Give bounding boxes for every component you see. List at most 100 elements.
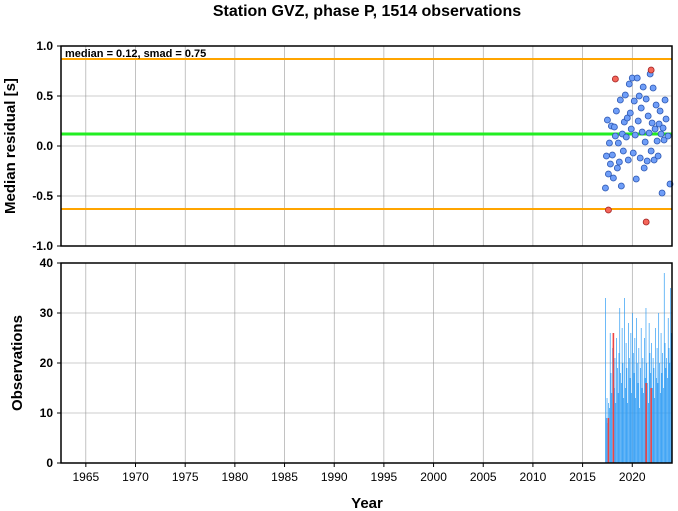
residual-point bbox=[606, 139, 613, 147]
observation-bar bbox=[644, 378, 646, 463]
x-tick-label: 2010 bbox=[520, 470, 547, 484]
observation-bar bbox=[668, 348, 670, 463]
observation-bar bbox=[639, 408, 640, 463]
x-tick-label: 1975 bbox=[172, 470, 199, 484]
observation-bar bbox=[629, 378, 631, 463]
residual-point bbox=[604, 116, 611, 124]
residual-point bbox=[613, 164, 621, 172]
observation-bar bbox=[664, 343, 666, 463]
x-tick-label: 1985 bbox=[271, 470, 298, 484]
residual-y-axis-label: Median residual [s] bbox=[2, 78, 19, 214]
residual-point bbox=[614, 139, 622, 147]
observation-bar bbox=[620, 373, 621, 463]
observation-bar bbox=[631, 393, 633, 463]
observation-bar bbox=[662, 353, 664, 463]
residual-point bbox=[630, 97, 638, 105]
observation-bar bbox=[666, 358, 667, 463]
x-tick-label: 1995 bbox=[371, 470, 398, 484]
observation-bar bbox=[633, 373, 635, 463]
observation-bar bbox=[649, 353, 651, 463]
observation-outlier-bar bbox=[607, 418, 610, 463]
residual-point bbox=[634, 117, 642, 125]
observation-bar bbox=[663, 388, 664, 463]
residual-point bbox=[610, 123, 618, 131]
observation-bar bbox=[640, 328, 642, 463]
observation-bar bbox=[614, 358, 616, 463]
observations-y-tick-label: 20 bbox=[40, 356, 54, 370]
observation-bar bbox=[628, 323, 629, 463]
residual-point bbox=[654, 152, 662, 160]
residual-point bbox=[643, 157, 651, 165]
observation-outlier-bar bbox=[645, 383, 647, 463]
observation-bar bbox=[611, 393, 613, 463]
x-tick-label: 2000 bbox=[420, 470, 447, 484]
residual-y-tick-label: 0.5 bbox=[36, 89, 53, 103]
observation-bar bbox=[632, 353, 634, 463]
observation-bar bbox=[606, 398, 608, 463]
x-tick-label: 1990 bbox=[321, 470, 348, 484]
observation-bar bbox=[640, 368, 641, 463]
observations-y-tick-label: 0 bbox=[46, 456, 53, 470]
observation-bar bbox=[655, 328, 656, 463]
observation-bar bbox=[627, 403, 629, 463]
residual-points bbox=[602, 66, 674, 226]
residual-point bbox=[647, 147, 655, 155]
residual-point bbox=[652, 101, 660, 109]
observations-y-tick-label: 10 bbox=[40, 406, 54, 420]
residual-point bbox=[608, 151, 616, 159]
x-tick-label: 2020 bbox=[619, 470, 646, 484]
residual-point bbox=[631, 131, 639, 139]
observation-bar bbox=[647, 383, 648, 463]
observation-bar bbox=[624, 388, 626, 463]
observations-y-tick-label: 40 bbox=[40, 256, 54, 270]
residual-point bbox=[656, 107, 664, 115]
observation-bar bbox=[656, 348, 658, 463]
residual-point bbox=[633, 74, 641, 82]
residual-point bbox=[615, 158, 623, 166]
residual-point bbox=[609, 174, 617, 182]
residual-outlier-point bbox=[605, 206, 612, 214]
residual-point bbox=[621, 91, 629, 99]
residual-panel: 1.00.50.0-0.5-1.0 median = 0.12, smad = … bbox=[2, 39, 674, 253]
residual-point bbox=[649, 84, 657, 92]
observation-outlier-bar bbox=[612, 333, 615, 463]
residual-point bbox=[636, 154, 644, 162]
residual-point bbox=[662, 115, 670, 123]
observation-bar bbox=[665, 368, 667, 463]
residual-point bbox=[664, 132, 672, 140]
observations-y-axis-label: Observations bbox=[9, 315, 26, 411]
observation-bar bbox=[617, 368, 618, 463]
residual-y-tick-label: 0.0 bbox=[36, 139, 53, 153]
residual-point bbox=[651, 125, 659, 133]
residual-point bbox=[642, 95, 650, 103]
observation-bar bbox=[648, 323, 650, 463]
residual-outlier-point bbox=[611, 75, 619, 83]
observation-bar bbox=[661, 373, 663, 463]
observation-bar bbox=[659, 363, 660, 463]
x-tick-label: 1980 bbox=[222, 470, 249, 484]
observation-bar bbox=[636, 363, 638, 463]
observation-bar bbox=[605, 418, 607, 463]
residual-point bbox=[653, 137, 661, 145]
observation-bar bbox=[626, 368, 628, 463]
observation-bar bbox=[609, 333, 611, 463]
residual-point bbox=[635, 92, 643, 100]
residual-point bbox=[605, 170, 612, 178]
residual-point bbox=[624, 156, 632, 164]
residual-point bbox=[617, 182, 625, 190]
residual-point bbox=[622, 133, 630, 141]
residual-point bbox=[639, 83, 647, 91]
residual-y-tick-label: -1.0 bbox=[32, 239, 53, 253]
observation-bar bbox=[617, 393, 619, 463]
residual-point bbox=[607, 160, 614, 168]
residual-point bbox=[632, 175, 640, 183]
observation-bar bbox=[638, 348, 640, 463]
observation-bar bbox=[655, 378, 657, 463]
observation-bar bbox=[620, 383, 622, 463]
residual-point bbox=[611, 132, 619, 140]
observation-bar bbox=[609, 408, 610, 463]
observation-bar bbox=[651, 388, 653, 463]
residual-grid bbox=[61, 45, 672, 247]
observation-bar bbox=[632, 313, 633, 463]
